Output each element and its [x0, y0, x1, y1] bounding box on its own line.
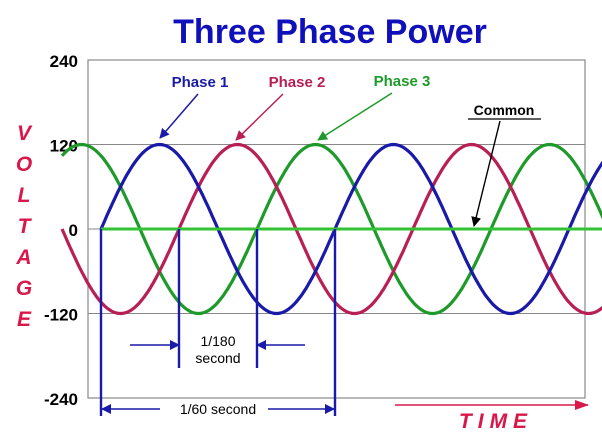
series-label-phase-1: Phase 1 — [172, 74, 229, 91]
y-tick-label: 240 — [50, 52, 78, 71]
series-line-phase-3 — [60, 142, 602, 316]
y-tick-label: 0 — [69, 221, 78, 240]
y-axis-label-letter: V — [17, 122, 33, 145]
series-label-common: Common — [474, 102, 535, 118]
series-lines — [60, 142, 602, 316]
annotation-1-60-second: 1/60 second — [99, 229, 337, 417]
annotation-label: 1/180 — [200, 333, 235, 349]
callout-arrow-phase-1 — [159, 93, 199, 139]
y-tick-label: 120 — [50, 137, 78, 156]
callout-arrow-phase-2 — [235, 93, 284, 141]
series-label-phase-2: Phase 2 — [269, 74, 326, 91]
series-label-phase-3: Phase 3 — [374, 73, 431, 90]
y-tick-labels: 240 120 0 -120 -240 — [44, 52, 78, 409]
y-axis-label-letter: L — [18, 184, 31, 207]
callout-arrow-phase-3 — [317, 92, 393, 141]
callout-arrow-common — [471, 120, 501, 227]
series-line-phase-2 — [60, 142, 602, 316]
y-axis-label-letter: G — [16, 277, 32, 300]
chart-title: Three Phase Power — [173, 13, 487, 51]
annotation-label: second — [195, 350, 240, 366]
y-axis-label-letter: O — [16, 153, 32, 176]
annotation-label: 1/60 second — [180, 401, 256, 417]
y-axis-label-letter: E — [17, 308, 32, 331]
y-tick-label: -240 — [44, 390, 78, 409]
y-tick-label: -120 — [44, 306, 78, 325]
y-axis-label-letter: A — [15, 246, 31, 269]
x-axis-label: TIME — [459, 410, 533, 433]
series-line-phase-1 — [99, 142, 602, 316]
y-axis-label-letter: T — [18, 215, 33, 238]
